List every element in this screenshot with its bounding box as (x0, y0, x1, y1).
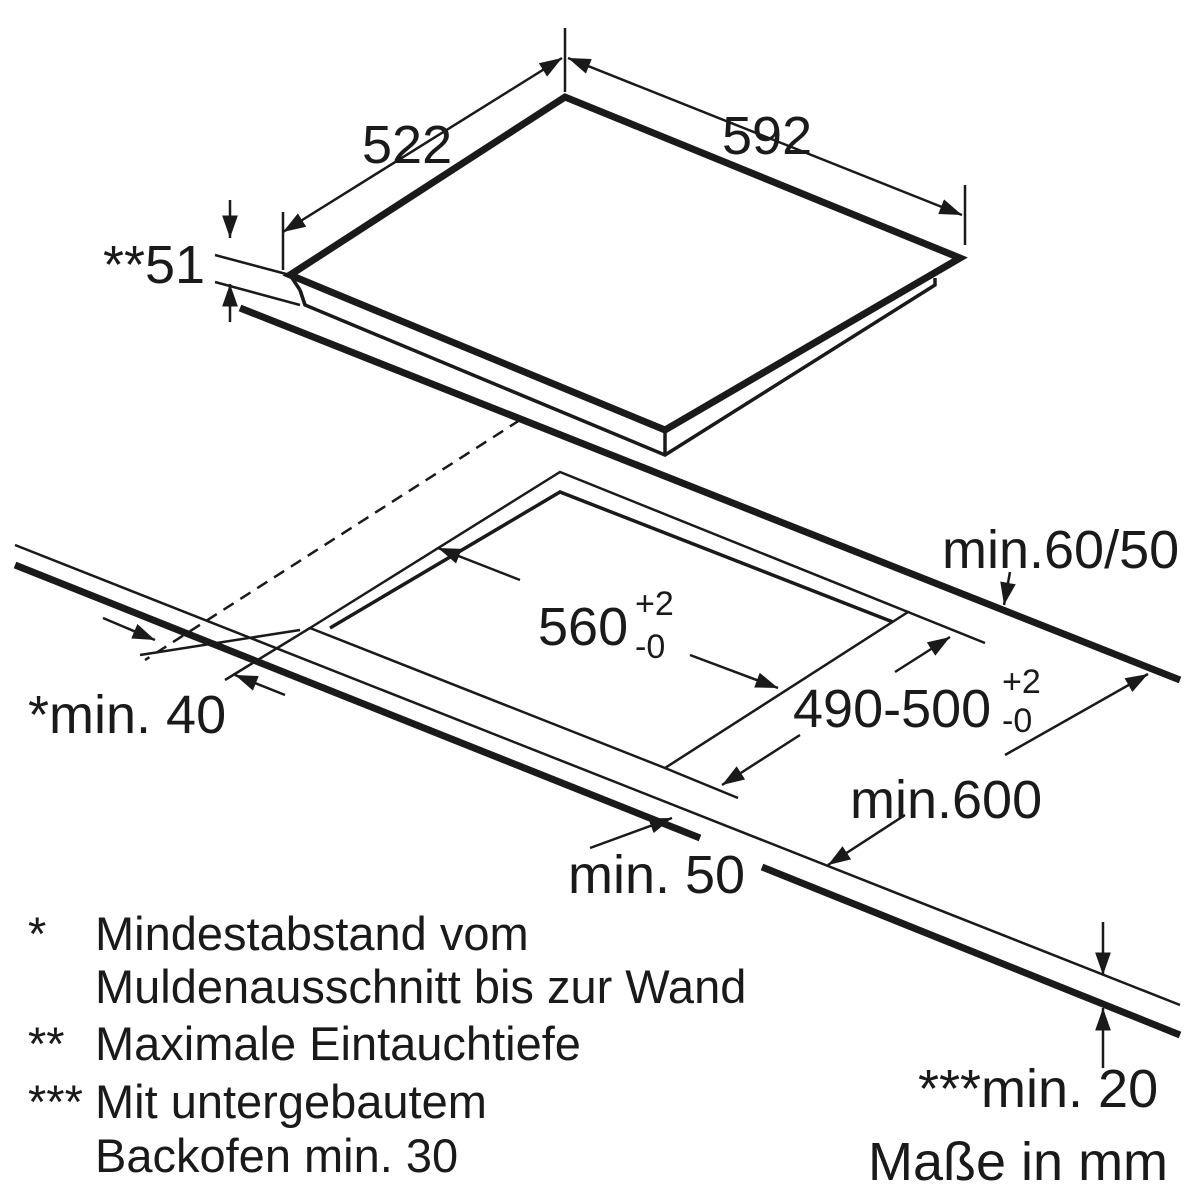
label-min-40: *min. 40 (28, 685, 226, 745)
label-min-600: min.600 (850, 770, 1042, 830)
worktop-drawing (13, 304, 1182, 1039)
note-3-line-2: Backofen min. 30 (95, 1129, 458, 1182)
label-min-20: ***min. 20 (918, 1059, 1158, 1119)
label-592: 592 (722, 106, 812, 166)
cutout-inner (329, 490, 894, 630)
label-522: 522 (362, 115, 452, 175)
dimension-min-back (1000, 571, 1016, 606)
note-1-line-1: Mindestabstand vom (95, 907, 529, 960)
dimension-min-front (589, 816, 673, 850)
worktop-front-edge-top (14, 543, 1181, 1007)
label-490-500: 490-500 (793, 679, 991, 739)
note-marker-1: * (28, 907, 46, 960)
label-560-tol-minus: -0 (635, 628, 665, 666)
label-units: Maße in mm (868, 1132, 1168, 1192)
note-marker-3: *** (28, 1075, 83, 1128)
worktop-front-edge-bottom-a (13, 561, 702, 842)
dimension-min-worktop-depth (827, 672, 1149, 867)
note-2-line-1: Maximale Eintauchtiefe (95, 1017, 581, 1070)
note-1-line-2: Muldenausschnitt bis zur Wand (95, 960, 746, 1013)
label-490-500-tol-plus: +2 (1002, 663, 1041, 701)
worktop-front-edge-bottom-b (760, 863, 1182, 1039)
dimension-cutout-depth-490-500 (664, 610, 986, 800)
worktop-back-edge (238, 304, 1182, 684)
dimension-immersion-51 (214, 200, 301, 322)
label-immersion-51: **51 (103, 235, 205, 295)
label-560-tol-plus: +2 (635, 585, 674, 623)
label-min-50: min. 50 (568, 845, 745, 905)
label-560: 560 (538, 597, 628, 657)
hidden-edge (144, 418, 521, 662)
note-marker-2: ** (28, 1017, 65, 1070)
dimension-cutout-width-560 (437, 546, 779, 690)
note-3-line-1: Mit untergebautem (95, 1075, 487, 1128)
dimension-width-592 (567, 56, 967, 245)
dimension-min-wall (102, 616, 311, 697)
label-min-60-50: min.60/50 (942, 520, 1179, 580)
label-490-500-tol-minus: -0 (1002, 702, 1032, 740)
dimension-depth-522 (281, 28, 567, 270)
footnotes: * Mindestabstand vom Muldenausschnitt bi… (28, 907, 746, 1182)
